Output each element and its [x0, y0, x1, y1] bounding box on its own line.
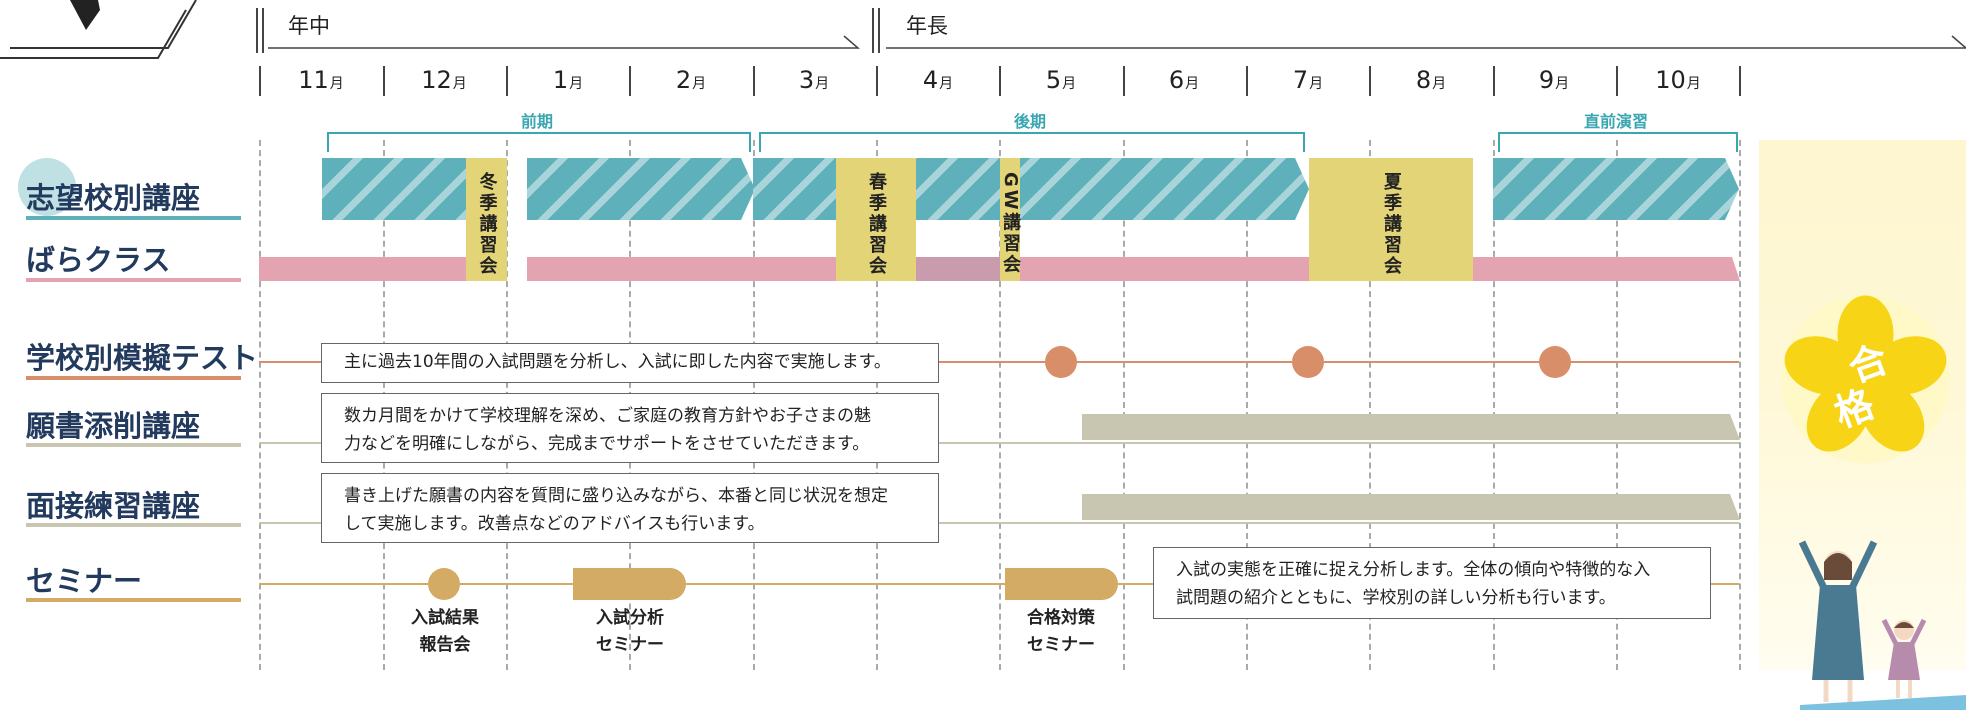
month-rule [629, 66, 631, 96]
month-rule [1739, 66, 1741, 96]
row-label-moshi: 学校別模擬テスト [26, 341, 259, 375]
month-rule [999, 66, 1001, 96]
family-illustration-icon [1798, 540, 1966, 710]
row-label-mensetsu: 面接練習講座 [26, 489, 201, 523]
seminar-analysis-bar [573, 568, 686, 600]
shibo-course-bar [1493, 158, 1739, 220]
grade-label-nenchu: 年中 [288, 14, 330, 38]
row-underline [26, 598, 241, 602]
sakura-icon [1781, 295, 1950, 464]
month-label: 4月 [922, 66, 954, 94]
grade-divider-right [872, 8, 880, 53]
gansho-timeline [259, 442, 1739, 444]
month-label: 7月 [1292, 66, 1324, 94]
month-rule [1493, 66, 1495, 96]
gridline [1246, 140, 1248, 670]
month-label: 9月 [1538, 66, 1570, 94]
month-label: 12月 [421, 66, 467, 94]
gridline [1739, 140, 1741, 670]
mensetsu-timeline [259, 522, 1739, 524]
grade-divider-left [256, 8, 264, 53]
period-label-final: 直前演習 [1583, 112, 1649, 131]
month-rule [1616, 66, 1618, 96]
row-underline [26, 523, 241, 527]
month-rule [506, 66, 508, 96]
period-bracket-final [1498, 132, 1738, 152]
month-label: 3月 [798, 66, 830, 94]
row-label-bara: ばらクラス [26, 243, 171, 277]
shibo-course-bar [322, 158, 468, 220]
seminar-result-marker [428, 568, 460, 600]
month-label: 5月 [1045, 66, 1077, 94]
month-label: 8月 [1415, 66, 1447, 94]
month-rule [1369, 66, 1371, 96]
grade-label-nencho: 年長 [906, 14, 948, 38]
period-label-first: 前期 [520, 112, 554, 131]
gansho-description: 数カ月間をかけて学校理解を深め、ご家庭の教育方針やお子さまの魅力などを明確にしな… [321, 393, 939, 463]
moshi-timeline [259, 361, 1739, 363]
bara-class-bar [527, 257, 1740, 281]
row-underline [26, 216, 241, 220]
seminar-pass-label: 合格対策セミナー [1027, 608, 1095, 655]
seasonal-summer-block: 夏季講習会 [1309, 158, 1473, 281]
moshi-test-marker [1292, 346, 1324, 378]
moshi-test-marker [1539, 346, 1571, 378]
row-underline [26, 376, 241, 380]
seminar-analysis-label: 入試分析セミナー [596, 608, 664, 655]
period-bracket-first [327, 132, 751, 152]
period-label-second: 後期 [1013, 112, 1047, 131]
seasonal-winter-block: 冬季講習会 [466, 158, 507, 281]
gridline [999, 140, 1001, 670]
month-rule [876, 66, 878, 96]
seasonal-spring-block: 春季講習会 [836, 158, 916, 281]
gansho-course-bar [1082, 414, 1740, 440]
moshi-description: 主に過去10年間の入試問題を分析し、入試に即した内容で実施します。 [321, 343, 939, 383]
row-underline [26, 278, 241, 282]
month-label: 2月 [675, 66, 707, 94]
row-label-shibo: 志望校別講座 [26, 181, 201, 215]
row-underline [26, 443, 241, 447]
seminar-timeline [259, 583, 1739, 585]
seasonal-gw-block: GW講習会 [1000, 158, 1021, 281]
moshi-test-marker [1045, 346, 1077, 378]
gridline [1616, 140, 1618, 670]
mensetsu-description: 書き上げた願書の内容を質問に盛り込みながら、本番と同じ状況を想定して実施します。… [321, 473, 939, 543]
grade-arrow-left [268, 35, 861, 49]
grade-arrow-right [886, 35, 1966, 49]
gridline [1123, 140, 1125, 670]
month-label: 6月 [1168, 66, 1200, 94]
month-label: 11月 [298, 66, 344, 94]
shibo-course-bar [527, 158, 755, 220]
month-rule [383, 66, 385, 96]
month-rule [1123, 66, 1125, 96]
month-rule [259, 66, 261, 96]
row-label-seminar: セミナー [26, 564, 143, 598]
seminar-description: 入試の実態を正確に捉え分析します。全体の傾向や特徴的な入試問題の紹介とともに、学… [1153, 547, 1711, 619]
gridline [1493, 140, 1495, 670]
period-bracket-second [759, 132, 1305, 152]
month-rule [1246, 66, 1248, 96]
row-highlight-circle [18, 158, 76, 216]
seminar-pass-bar [1005, 568, 1118, 600]
month-rule [753, 66, 755, 96]
bara-overlap-segment [916, 257, 1000, 281]
gridline [259, 140, 261, 670]
seminar-result-label: 入試結果報告会 [411, 608, 479, 655]
notebook-icon [0, 0, 197, 59]
month-label: 10月 [1655, 66, 1701, 94]
mensetsu-course-bar [1082, 494, 1740, 520]
gridline [1369, 140, 1371, 670]
row-label-gansho: 願書添削講座 [26, 409, 201, 443]
bara-class-bar [259, 257, 467, 281]
month-label: 1月 [552, 66, 584, 94]
